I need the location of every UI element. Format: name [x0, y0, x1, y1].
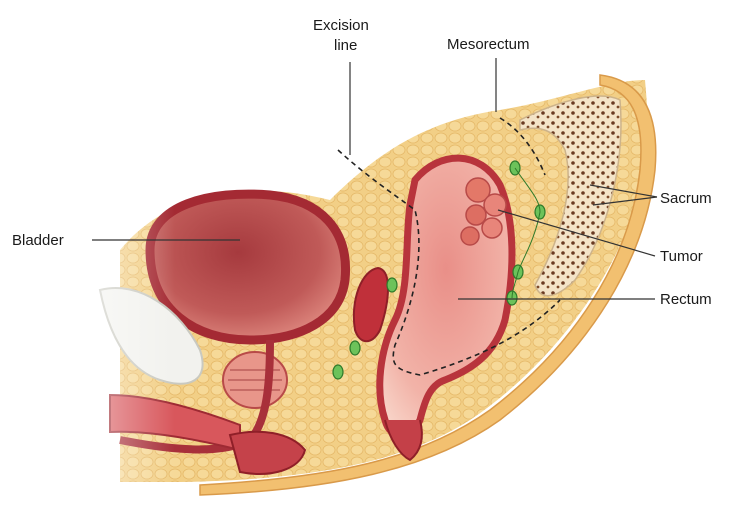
excision-line-label-2: line: [334, 37, 357, 54]
tumor-label: Tumor: [660, 248, 703, 265]
rectum-label: Rectum: [660, 291, 712, 308]
bladder-label: Bladder: [12, 232, 64, 249]
bladder: [150, 194, 346, 340]
left-fade: [0, 160, 175, 506]
excision-line-label: Excision: [313, 17, 369, 34]
mesorectum-label: Mesorectum: [447, 36, 530, 53]
sacrum-label: Sacrum: [660, 190, 712, 207]
